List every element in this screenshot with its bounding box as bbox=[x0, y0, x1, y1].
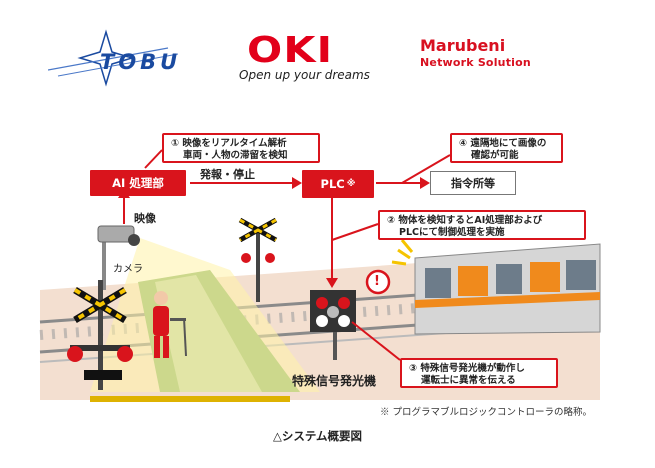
figure-caption: △システム概要図 bbox=[273, 429, 362, 443]
plc-footnote-mark: ※ bbox=[346, 179, 356, 189]
oki-tagline: Open up your dreams bbox=[239, 68, 370, 82]
note-3-line-1: ③ 特殊信号発光機が動作し bbox=[409, 363, 525, 374]
crossing-signal-left bbox=[67, 280, 290, 402]
edge-label-alarm-stop: 発報・停止 bbox=[200, 168, 255, 181]
note-2-line-1: ② 物体を検知するとAI処理部および bbox=[387, 215, 543, 226]
flow-lines bbox=[118, 149, 451, 361]
note-3-line-2: 運転士に異常を伝える bbox=[421, 375, 516, 386]
command-center: 指令所等 bbox=[430, 171, 516, 195]
plc-label: PLC bbox=[320, 177, 345, 191]
ai-processing-unit: AI 処理部 bbox=[90, 170, 186, 196]
note-3: ③ 特殊信号発光機が動作し 運転士に異常を伝える bbox=[400, 358, 558, 388]
marubeni-logo-subtitle: Network Solution bbox=[420, 56, 531, 69]
camera-icon bbox=[97, 225, 140, 290]
tobu-logo: TOBU bbox=[100, 50, 182, 74]
crossing-signal-right bbox=[238, 217, 278, 302]
note-1: ① 映像をリアルタイム解析 車両・人物の滞留を検知 bbox=[162, 133, 320, 163]
note-2: ② 物体を検知するとAI処理部および PLCにて制御処理を実施 bbox=[378, 210, 586, 240]
note-4: ④ 遠隔地にて画像の 確認が可能 bbox=[450, 133, 563, 163]
note-1-line-1: ① 映像をリアルタイム解析 bbox=[171, 138, 287, 149]
note-4-line-2: 確認が可能 bbox=[471, 150, 519, 161]
special-signal-device bbox=[310, 290, 356, 360]
footnote: ※ プログラマブルロジックコントローラの略称。 bbox=[380, 407, 593, 418]
note-1-line-2: 車両・人物の滞留を検知 bbox=[183, 150, 288, 161]
edge-label-video: 映像 bbox=[134, 212, 156, 225]
camera-label: カメラ bbox=[113, 264, 143, 275]
plc-box: PLC ※ bbox=[302, 170, 374, 198]
tobu-logo-mark bbox=[48, 29, 179, 87]
note-2-line-2: PLCにて制御処理を実施 bbox=[399, 227, 505, 238]
person-icon bbox=[153, 291, 187, 358]
marubeni-logo: Marubeni bbox=[420, 36, 506, 55]
oki-logo: OKI bbox=[247, 30, 334, 71]
special-signal-label: 特殊信号発光機 bbox=[292, 374, 377, 388]
warning-mark: ! bbox=[374, 274, 380, 289]
note-4-line-1: ④ 遠隔地にて画像の bbox=[459, 138, 547, 149]
train bbox=[414, 243, 601, 335]
warning-icon bbox=[365, 269, 391, 295]
camera-view-cone bbox=[90, 238, 320, 392]
brake-burst bbox=[391, 239, 414, 266]
